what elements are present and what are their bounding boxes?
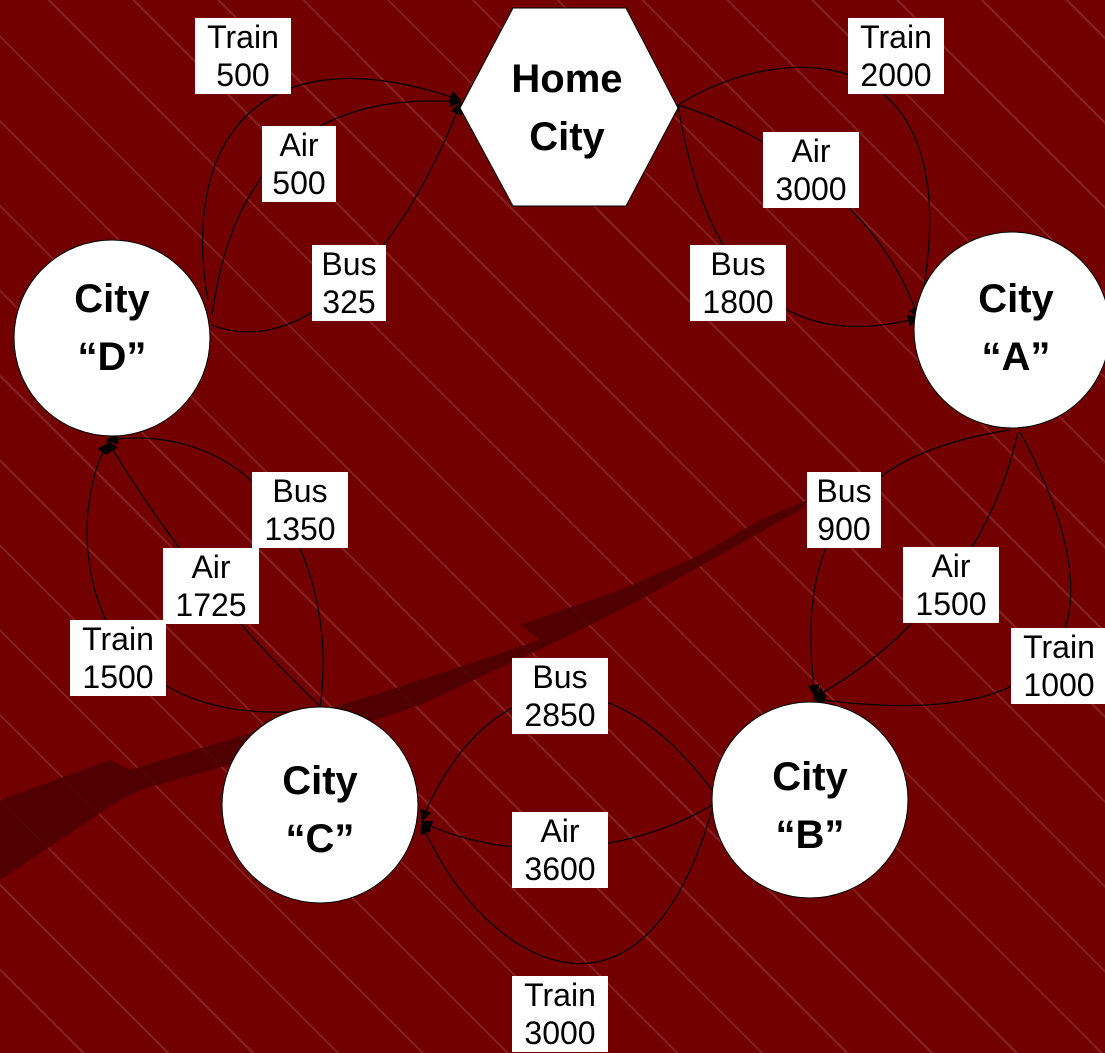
node-city-d: City “D” — [13, 239, 211, 437]
label-cost: 1500 — [915, 586, 987, 622]
label-b-c-bus: Bus 2850 — [512, 658, 608, 734]
label-a-b-train: Train 1000 — [1011, 628, 1105, 704]
label-a-b-air: Air 1500 — [903, 547, 999, 623]
quill-shadow-decoration — [0, 498, 812, 880]
label-c-d-air: Air 1725 — [163, 548, 259, 624]
label-mode: Train — [1023, 629, 1095, 665]
label-mode: Air — [279, 127, 319, 163]
label-d-home-bus: Bus 325 — [312, 245, 386, 321]
label-cost: 500 — [216, 57, 270, 93]
node-city-c: City “C” — [221, 706, 419, 904]
label-home-a-air: Air 3000 — [763, 132, 859, 208]
label-cost: 2000 — [860, 57, 932, 93]
node-city-a-line2: “A” — [982, 335, 1051, 379]
label-home-a-train: Train 2000 — [848, 18, 944, 94]
label-mode: Bus — [710, 246, 766, 282]
node-city-c-line2: “C” — [286, 817, 355, 861]
node-city-d-line2: “D” — [78, 335, 147, 379]
label-cost: 1000 — [1023, 667, 1095, 703]
label-cost: 2850 — [524, 697, 596, 733]
label-cost: 900 — [817, 511, 871, 547]
label-mode: Train — [82, 621, 154, 657]
label-mode: Train — [860, 19, 932, 55]
node-city-b-line2: “B” — [776, 813, 845, 857]
label-cost: 325 — [322, 284, 376, 320]
node-home-city: Home City — [459, 7, 679, 207]
label-mode: Air — [540, 813, 580, 849]
label-cost: 1500 — [82, 659, 154, 695]
label-cost: 1350 — [264, 511, 336, 547]
node-city-a: City “A” — [913, 231, 1105, 429]
label-c-d-bus: Bus 1350 — [252, 472, 348, 548]
label-c-d-train: Train 1500 — [70, 620, 166, 696]
edge-b-c-train — [420, 809, 713, 965]
label-cost: 3000 — [775, 171, 847, 207]
label-cost: 3000 — [524, 1015, 596, 1051]
label-mode: Bus — [532, 659, 588, 695]
label-mode: Bus — [321, 246, 377, 282]
label-b-c-air: Air 3600 — [512, 812, 608, 888]
node-city-b-line1: City — [772, 755, 848, 799]
label-cost: 500 — [272, 165, 326, 201]
label-mode: Bus — [272, 473, 328, 509]
label-mode: Air — [931, 548, 971, 584]
label-cost: 3600 — [524, 851, 596, 887]
node-home-city-line1: Home — [511, 57, 622, 101]
label-d-home-air: Air 500 — [262, 126, 336, 202]
node-home-city-line2: City — [529, 115, 605, 159]
label-home-a-bus: Bus 1800 — [690, 245, 786, 321]
node-city-d-line1: City — [74, 277, 150, 321]
label-a-b-bus: Bus 900 — [807, 472, 881, 548]
label-d-home-train: Train 500 — [195, 18, 291, 94]
label-cost: 1800 — [702, 284, 774, 320]
label-mode: Air — [791, 133, 831, 169]
label-cost: 1725 — [175, 587, 247, 623]
node-city-b: City “B” — [711, 701, 909, 899]
label-b-c-train: Train 3000 — [512, 976, 608, 1052]
edge-c-d-train — [86, 442, 291, 713]
label-mode: Train — [207, 19, 279, 55]
node-city-c-line1: City — [282, 759, 358, 803]
label-mode: Air — [191, 549, 231, 585]
edge-d-home-train — [201, 77, 462, 301]
label-mode: Bus — [816, 473, 872, 509]
node-city-a-line1: City — [978, 277, 1054, 321]
label-mode: Train — [524, 977, 596, 1013]
